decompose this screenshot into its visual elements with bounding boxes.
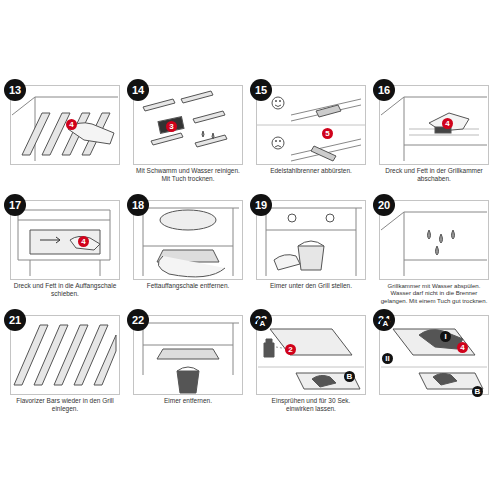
step-number: 14 xyxy=(127,79,149,101)
callout-mark: 4 xyxy=(442,118,453,129)
step-panel: 16Dreck und Fett in der Grillkammer absc… xyxy=(379,85,489,165)
step-panel: 23Einsprühen und für 30 Sek. einwirken l… xyxy=(256,315,366,395)
callout-mark: 3 xyxy=(166,121,177,132)
step-panel: 20Grillkammer mit Wasser abspülen. Wasse… xyxy=(379,200,489,280)
illustration-18 xyxy=(137,208,239,277)
step-number: 13 xyxy=(4,79,26,101)
callout-mark: A xyxy=(380,318,391,329)
step-number: 18 xyxy=(127,194,149,216)
step-panel: 17Dreck und Fett in die Auffangschale sc… xyxy=(10,200,120,280)
step-caption: Dreck und Fett in die Auffangschale schi… xyxy=(11,282,119,298)
step-panel: 15Edelstahlbrenner abbürsten. xyxy=(256,85,366,165)
step-number: 21 xyxy=(4,309,26,331)
step-caption: Dreck und Fett in der Grillkammer abscha… xyxy=(380,167,488,183)
step-number: 20 xyxy=(373,194,395,216)
callout-mark: B xyxy=(344,371,355,382)
illustration-24 xyxy=(381,329,487,389)
illustration-19 xyxy=(260,208,362,276)
step-panel: 22Eimer entfernen. xyxy=(133,315,243,395)
step-number: 19 xyxy=(250,194,272,216)
illustration-16 xyxy=(381,97,487,161)
callout-mark: 5 xyxy=(322,128,333,139)
step-panel: 18Fettauffangschale entfernen. xyxy=(133,200,243,280)
callout-mark: 4 xyxy=(457,342,468,353)
callout-mark: 2 xyxy=(285,344,296,355)
step-caption: Fettauffangschale entfernen. xyxy=(134,282,242,290)
illustration-20 xyxy=(381,212,487,276)
step-number: 15 xyxy=(250,79,272,101)
step-caption: Mit Schwamm und Wasser reinigen. Mit Tuc… xyxy=(134,167,242,183)
illustration-21 xyxy=(14,325,116,385)
step-panel: 21Flavorizer Bars wieder in den Grill ei… xyxy=(10,315,120,395)
step-panel: 19Eimer unter den Grill stellen. xyxy=(256,200,366,280)
step-caption: Flavorizer Bars wieder in den Grill einl… xyxy=(11,397,119,413)
callout-mark: A xyxy=(257,318,268,329)
illustration-14 xyxy=(143,91,227,147)
step-number: 16 xyxy=(373,79,395,101)
callout-mark: 4 xyxy=(66,119,77,130)
callout-mark: B xyxy=(472,386,483,397)
illustration-23 xyxy=(258,329,364,389)
callout-mark: 4 xyxy=(78,236,89,247)
step-caption: Eimer entfernen. xyxy=(134,397,242,405)
step-caption: Edelstahlbrenner abbürsten. xyxy=(257,167,365,175)
illustration-22 xyxy=(137,323,239,393)
step-panel: 13 xyxy=(10,85,120,165)
step-caption: Grillkammer mit Wasser abspülen. Wasser … xyxy=(380,282,488,304)
step-caption: Eimer unter den Grill stellen. xyxy=(257,282,365,290)
step-caption: Einsprühen und für 30 Sek. einwirken las… xyxy=(257,397,365,413)
illustration-17 xyxy=(18,210,110,276)
callout-mark: I xyxy=(440,331,451,342)
step-panel: 24 xyxy=(379,315,489,395)
step-number: 17 xyxy=(4,194,26,216)
step-panel: 14Mit Schwamm und Wasser reinigen. Mit T… xyxy=(133,85,243,165)
step-number: 22 xyxy=(127,309,149,331)
callout-mark: II xyxy=(382,353,393,364)
illustration-15 xyxy=(256,97,366,161)
illustration-13 xyxy=(12,97,118,161)
